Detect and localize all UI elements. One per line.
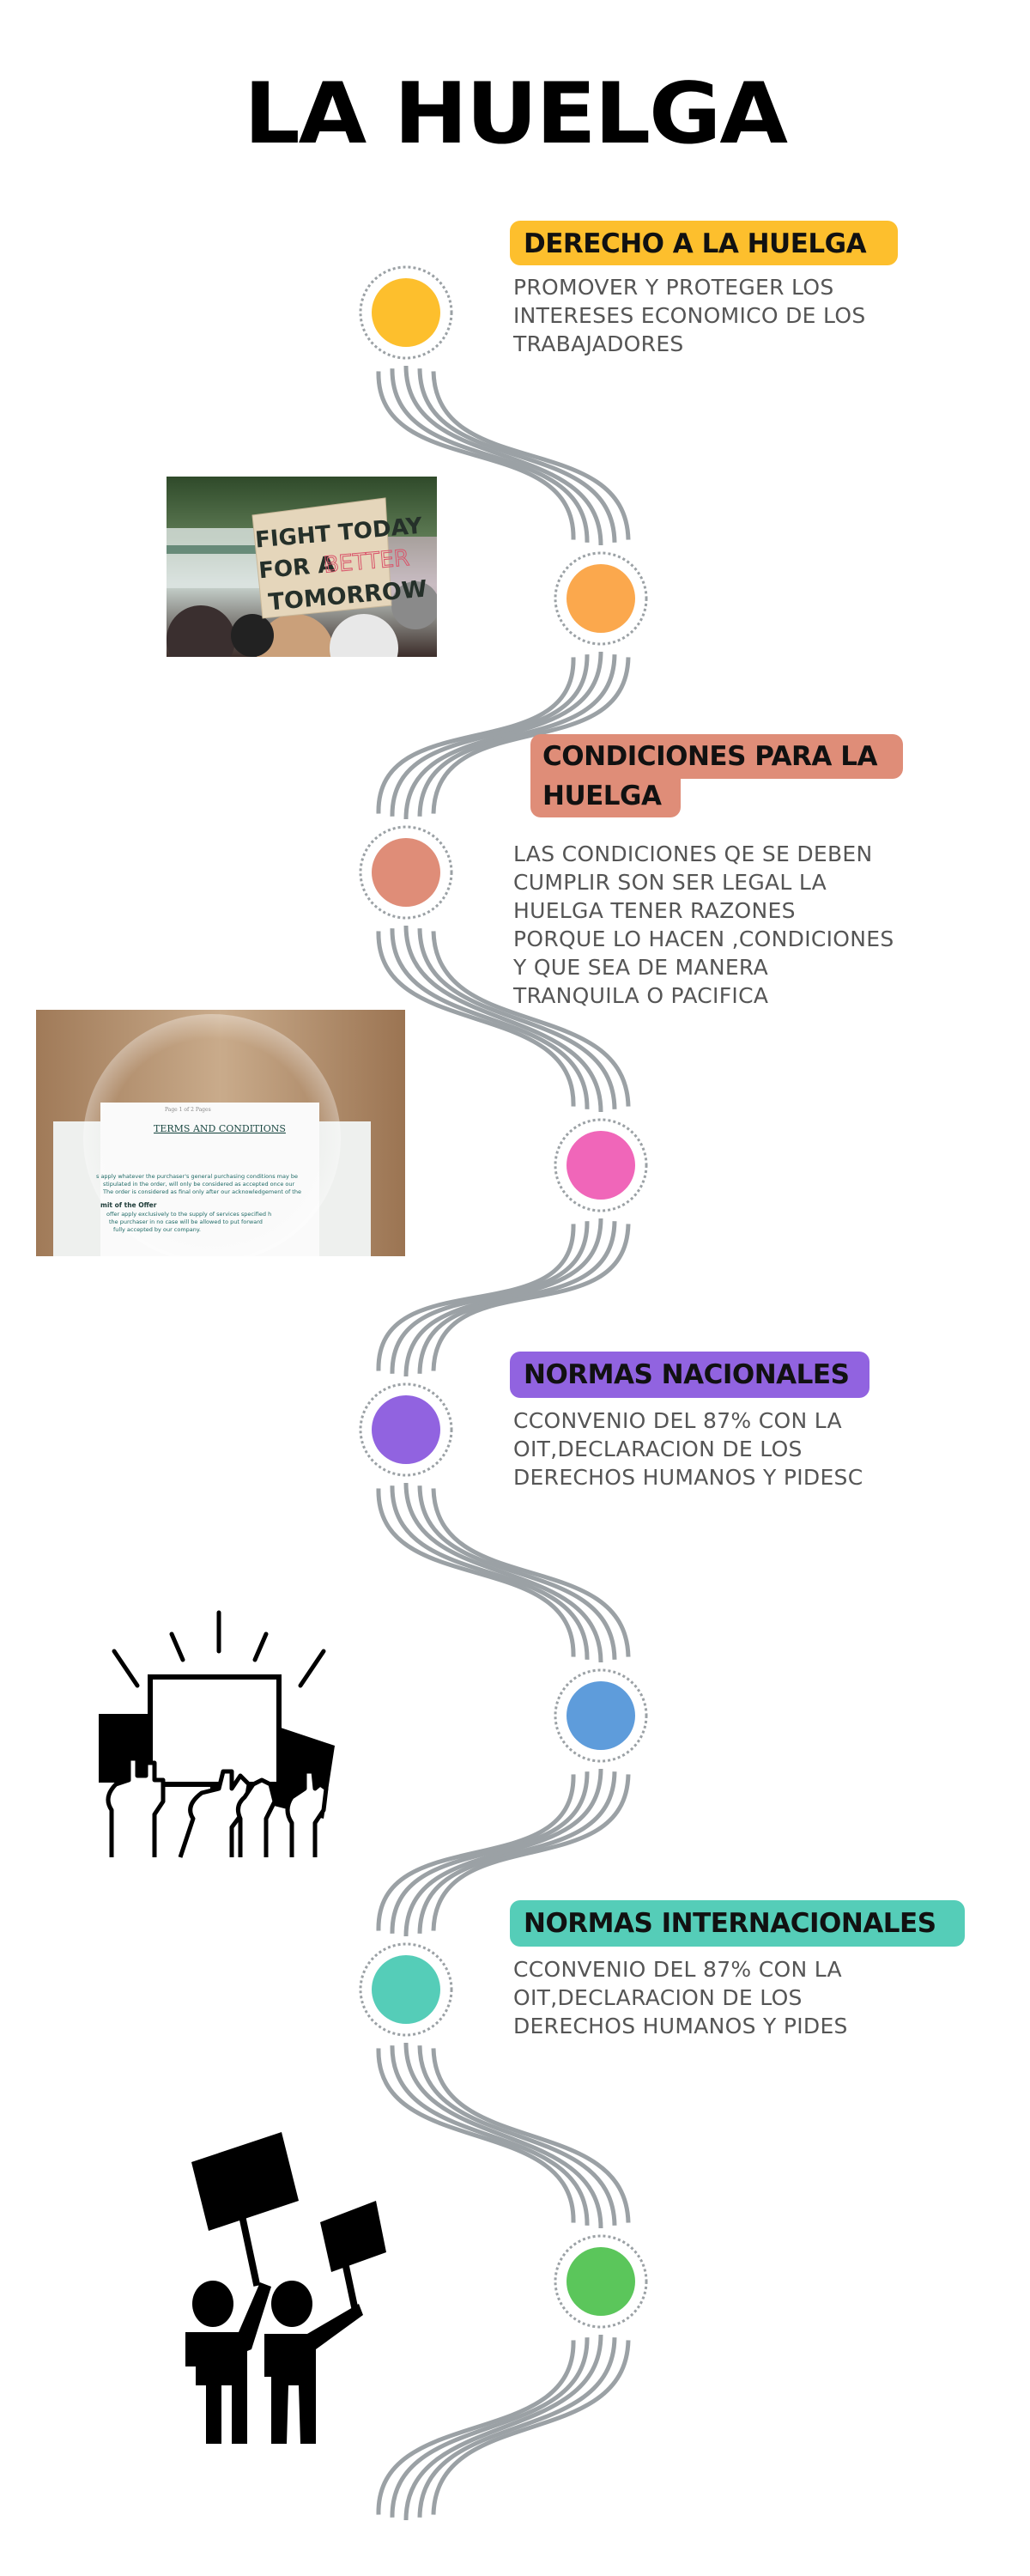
doc-title: TERMS AND CONDITIONS	[154, 1123, 286, 1134]
timeline-line	[431, 1224, 631, 1371]
timeline-line	[431, 2340, 631, 2515]
timeline-line	[417, 1221, 617, 1374]
timeline-line	[403, 1482, 603, 1663]
timeline-line	[390, 1485, 590, 1660]
timeline-line	[403, 1218, 603, 1377]
timeline-line	[417, 654, 617, 817]
heading-text: NORMAS INTERNACIONALES	[524, 1908, 936, 1939]
heading-text: NORMAS NACIONALES	[524, 1359, 850, 1390]
timeline-line	[390, 368, 590, 543]
timeline-line	[417, 928, 617, 1109]
timeline-line	[431, 1488, 631, 1657]
timeline-line	[431, 931, 631, 1107]
timeline-line	[431, 657, 631, 814]
timeline-node-8	[566, 2247, 635, 2316]
timeline-line	[390, 2045, 590, 2226]
doc-line: fully accepted by our company.	[113, 1226, 201, 1233]
timeline-line	[431, 2048, 631, 2223]
body-normas-nacionales: CCONVENIO DEL 87% CON LA OIT,DECLARACION…	[513, 1408, 863, 1490]
heading-condiciones-bg-bottom	[530, 756, 681, 817]
heading-condiciones-para-la-huelga: CONDICIONES PARA LA HUELGA	[542, 737, 877, 816]
doc-line: the purchaser in no case will be allowed…	[109, 1218, 263, 1225]
timeline-line	[376, 931, 576, 1107]
hands-with-signs-icon	[90, 1604, 348, 1862]
body-derecho-a-la-huelga: PROMOVER Y PROTEGER LOS INTERESES ECONOM…	[513, 275, 866, 356]
doc-subhead: mit of the Offer	[100, 1201, 157, 1209]
protest-sign-photo: FIGHT TODAY FOR A BETTER TOMORROW	[167, 477, 437, 657]
timeline-line	[417, 2337, 617, 2518]
timeline-line	[431, 1774, 631, 1931]
timeline-line	[403, 2334, 603, 2521]
heading-text: DERECHO A LA HUELGA	[524, 228, 867, 259]
doc-line: The order is considered as final only af…	[102, 1188, 301, 1195]
people-with-signs-icon	[179, 2128, 427, 2463]
body-normas-internacionales: CCONVENIO DEL 87% CON LA OIT,DECLARACION…	[513, 1957, 848, 2038]
heading-derecho-a-la-huelga: DERECHO A LA HUELGA	[510, 221, 898, 265]
timeline-line	[403, 365, 603, 546]
timeline-node-ring	[554, 1118, 648, 1212]
timeline-line	[403, 1768, 603, 1937]
timeline-node-ring	[554, 551, 648, 646]
timeline-node-ring	[359, 265, 453, 360]
timeline-node-4	[566, 1131, 635, 1200]
timeline-line	[376, 1224, 576, 1371]
timeline-line	[376, 1774, 576, 1931]
doc-line: offer apply exclusively to the supply of…	[106, 1211, 271, 1218]
terms-and-conditions-photo: Page 1 of 2 Pages TERMS AND CONDITIONS s…	[36, 1010, 405, 1256]
heading-line1: CONDICIONES PARA LA	[542, 741, 877, 772]
timeline-node-ring	[359, 825, 453, 920]
timeline-line	[403, 2042, 603, 2229]
timeline-line	[390, 1221, 590, 1374]
timeline-node-7	[372, 1955, 440, 2024]
terms-photo-graphic: Page 1 of 2 Pages TERMS AND CONDITIONS s…	[36, 1010, 405, 1256]
timeline-line	[390, 1771, 590, 1934]
doc-line: stipulated in the order, will only be co…	[103, 1181, 294, 1188]
timeline-line	[376, 1488, 576, 1657]
timeline-node-3	[372, 838, 440, 907]
timeline-line	[376, 371, 576, 540]
protest-photo-graphic: FIGHT TODAY FOR A BETTER TOMORROW	[167, 477, 437, 657]
timeline-node-1	[372, 278, 440, 347]
timeline-line	[390, 654, 590, 817]
timeline-line	[403, 651, 603, 820]
timeline-line	[390, 928, 590, 1109]
timeline-line	[403, 925, 603, 1113]
page-title: LA HUELGA	[244, 65, 788, 163]
timeline-line	[417, 1485, 617, 1660]
timeline-line	[431, 371, 631, 540]
heading-normas-internacionales: NORMAS INTERNACIONALES	[510, 1900, 965, 1947]
timeline-node-6	[566, 1681, 635, 1750]
timeline-line	[376, 657, 576, 814]
doc-header: Page 1 of 2 Pages	[165, 1107, 211, 1113]
timeline-line	[376, 2340, 576, 2515]
timeline-line	[390, 2337, 590, 2518]
heading-line2: HUELGA	[542, 781, 662, 811]
doc-line: s apply whatever the purchaser's general…	[96, 1173, 298, 1180]
body-condiciones-para-la-huelga: LAS CONDICIONES QE SE DEBEN CUMPLIR SON …	[513, 841, 894, 1008]
timeline-line	[417, 2045, 617, 2226]
timeline-node-5	[372, 1395, 440, 1464]
timeline-line	[417, 368, 617, 543]
heading-normas-nacionales: NORMAS NACIONALES	[510, 1352, 869, 1398]
timeline-node-ring	[554, 2234, 648, 2329]
timeline-line	[376, 2048, 576, 2223]
timeline-node-ring	[554, 1668, 648, 1763]
timeline-node-2	[566, 564, 635, 633]
timeline-node-ring	[359, 1382, 453, 1477]
timeline-node-ring	[359, 1942, 453, 2037]
timeline-line	[417, 1771, 617, 1934]
